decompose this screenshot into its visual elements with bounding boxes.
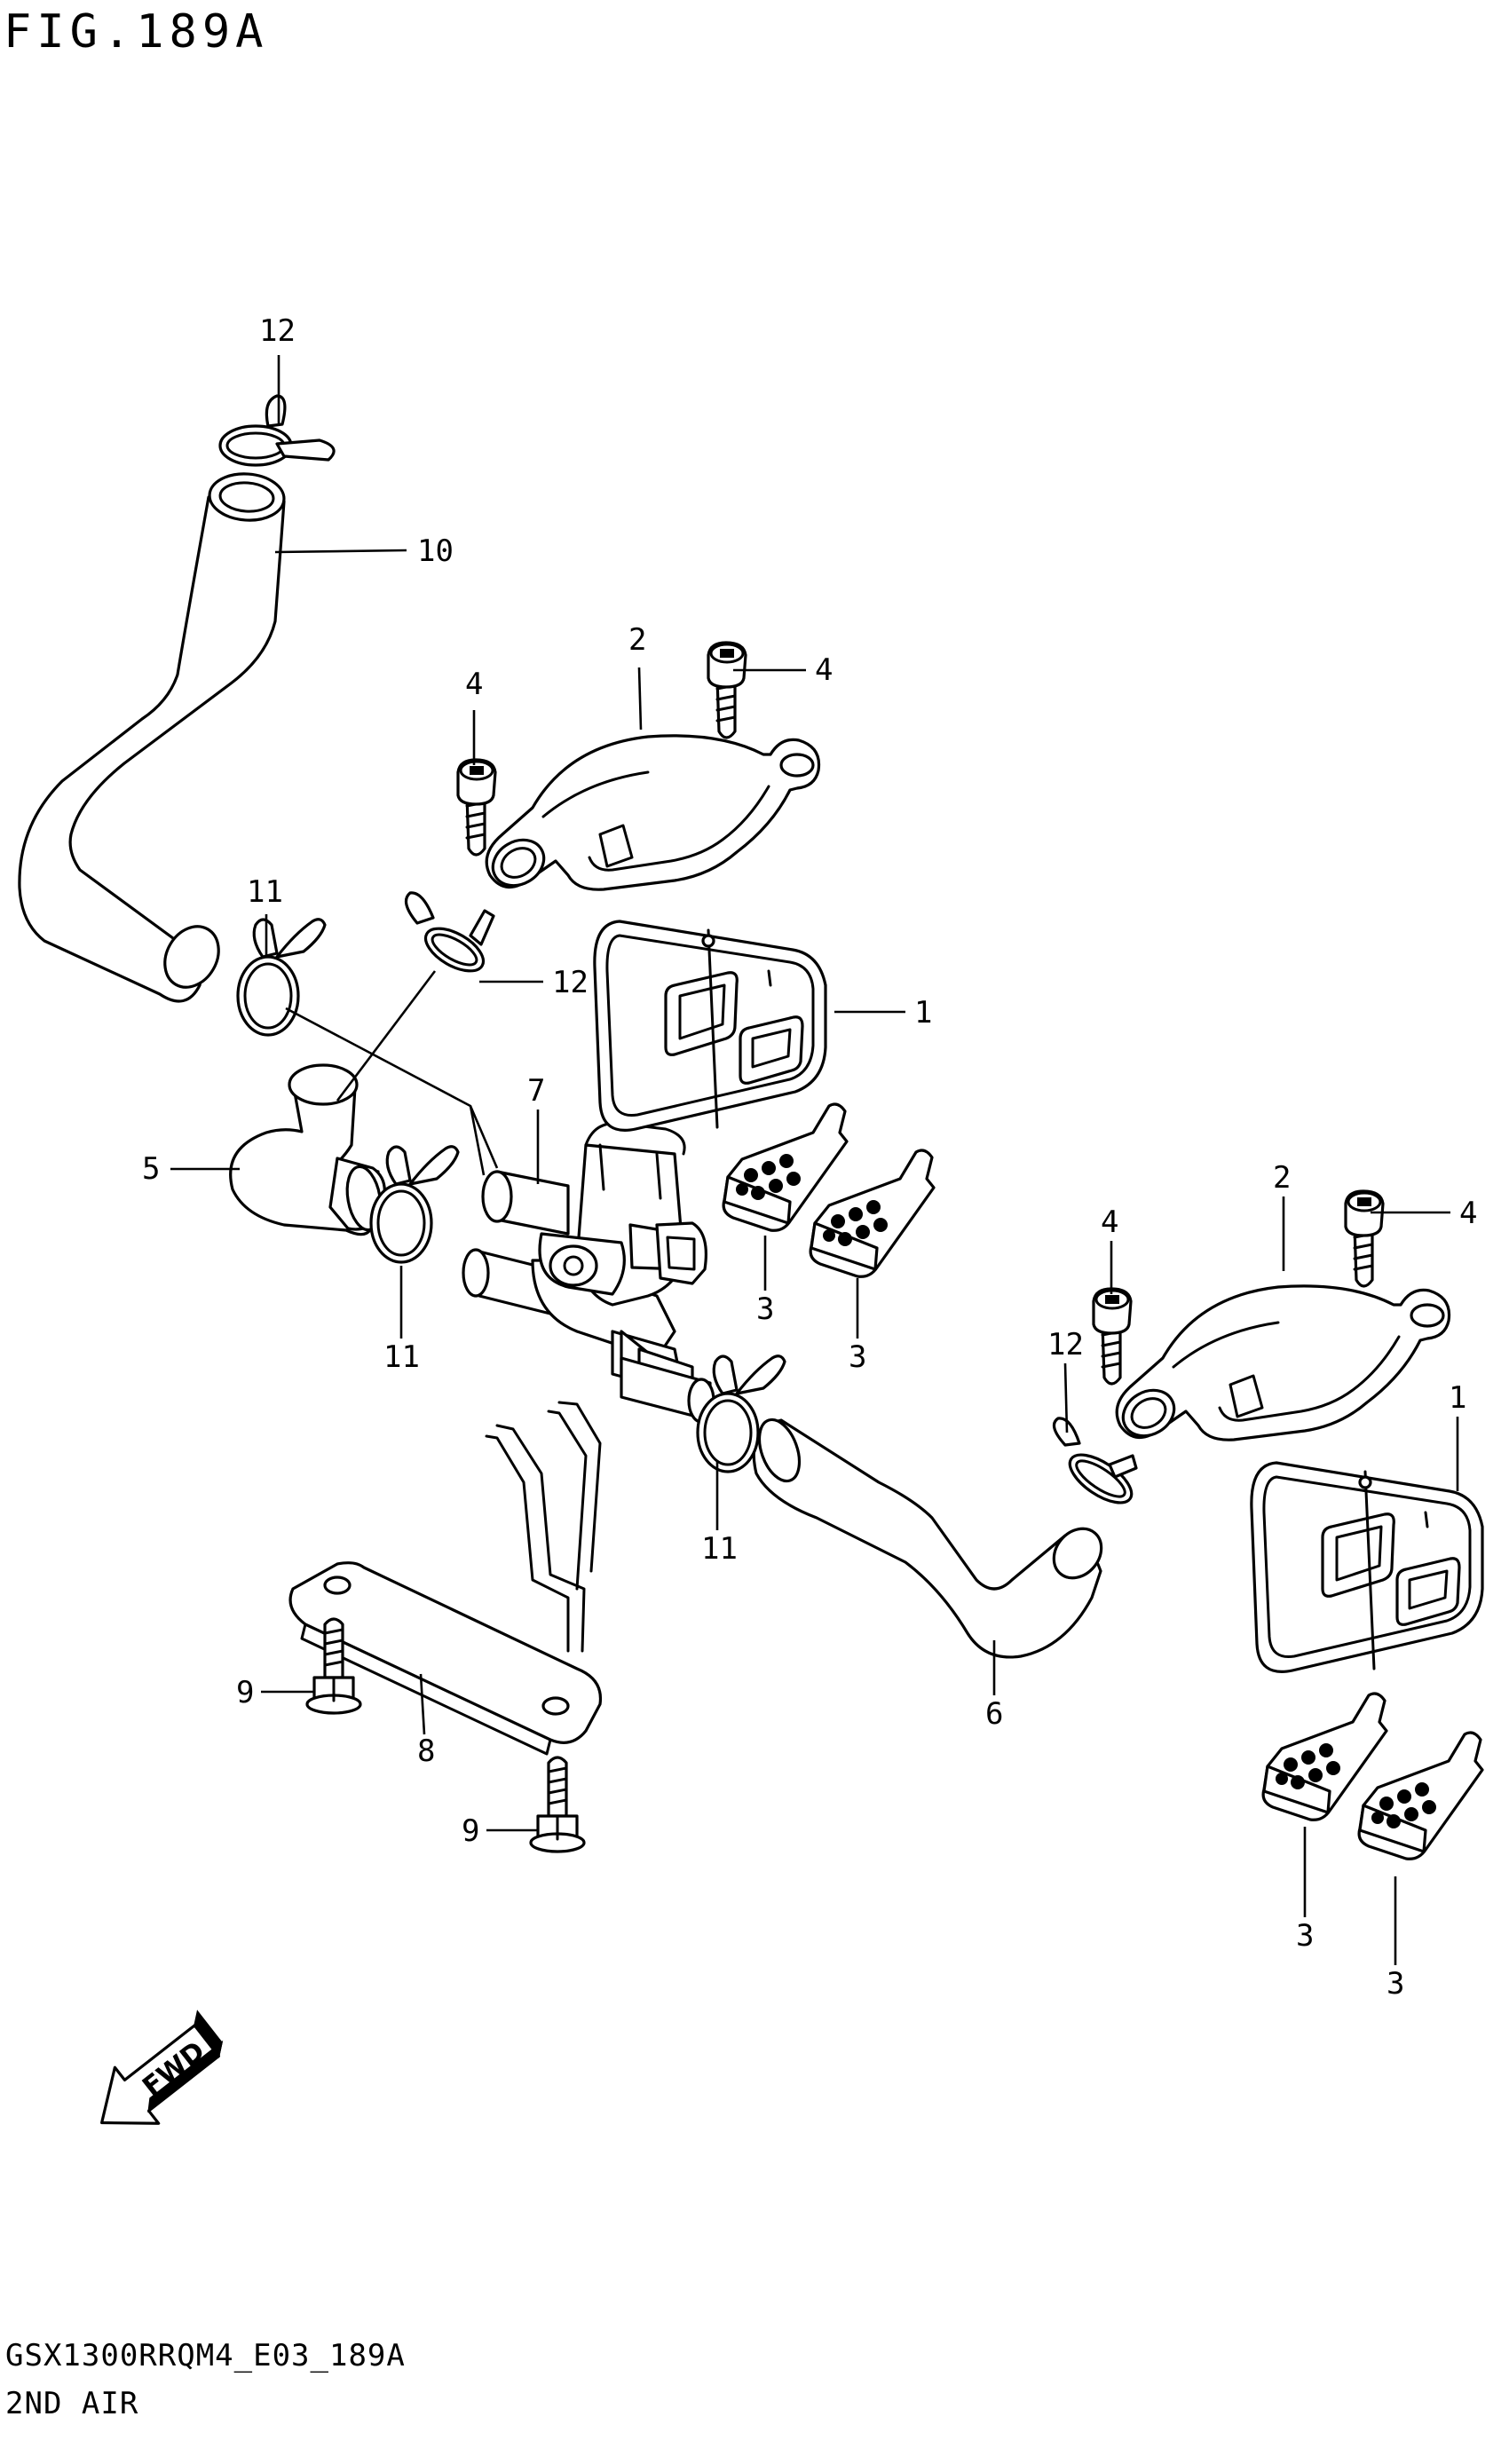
connection-line-clip12-hose5: [336, 970, 437, 1102]
reed-stopper-3-b: [809, 1149, 936, 1278]
callout-3-a: 3: [756, 1291, 774, 1327]
connection-line-valve-hose5: [469, 1105, 486, 1176]
callout-6: 6: [985, 1696, 1003, 1732]
fwd-arrow-icon: FWD: [100, 2010, 224, 2125]
callout-2-lower: 2: [1273, 1160, 1291, 1196]
callout-12-top: 12: [259, 313, 296, 349]
callout-1-upper: 1: [914, 995, 932, 1031]
callout-5: 5: [142, 1151, 160, 1187]
reed-stopper-3-d: [1357, 1731, 1484, 1860]
hose-6: [752, 1418, 1103, 1659]
solenoid-valve-7: [462, 1122, 715, 1424]
callout-4-c: 4: [1101, 1204, 1118, 1240]
cap-bolt-4-a: [456, 758, 497, 857]
cap-bolt-4-b: [707, 641, 747, 739]
callout-3-d: 3: [1387, 1966, 1404, 2002]
callout-1-lower: 1: [1449, 1380, 1466, 1416]
leader-lines: [170, 355, 1459, 1965]
section-name: 2ND AIR: [5, 2386, 139, 2421]
callout-4-d: 4: [1459, 1196, 1477, 1231]
callout-9-upper: 9: [236, 1675, 254, 1710]
cap-bolt-4-c: [1092, 1287, 1133, 1386]
figure-title: FIG.189A: [4, 5, 269, 59]
flange-bolt-9-lower: [529, 1756, 586, 1853]
callout-2-upper: 2: [628, 622, 646, 658]
callout-12-middle: 12: [552, 965, 589, 1000]
hose-clip-12-middle: [404, 891, 495, 973]
cap-bolt-4-d: [1344, 1189, 1385, 1288]
callout-3-c: 3: [1296, 1918, 1314, 1954]
callout-10: 10: [417, 533, 454, 569]
model-code: GSX1300RRQM4_E03_189A: [5, 2338, 406, 2373]
callout-12-right: 12: [1047, 1327, 1084, 1362]
callout-11-lower: 11: [701, 1531, 738, 1567]
hose-clip-12-top: [218, 394, 336, 467]
callout-3-b: 3: [849, 1339, 866, 1375]
reed-valve-cover-2-lower: [1113, 1284, 1451, 1447]
callout-4-b: 4: [815, 652, 833, 688]
hose-clip-12-right: [1052, 1417, 1138, 1504]
hose-5: [229, 1063, 386, 1236]
callout-7: 7: [527, 1073, 545, 1109]
hose-clip-11-upper: [236, 918, 327, 1037]
hose-10: [18, 472, 286, 1003]
reed-valve-1-lower: [1250, 1461, 1484, 1673]
callout-4-a: 4: [465, 667, 483, 702]
reed-valve-cover-2-upper: [483, 734, 821, 896]
callout-11-upper: 11: [247, 874, 283, 910]
callout-11-middle: 11: [383, 1339, 420, 1375]
bracket-8: [288, 1401, 603, 1756]
reed-valve-1-upper: [593, 920, 827, 1132]
callout-8: 8: [417, 1733, 435, 1769]
hose-clip-11-middle: [369, 1145, 460, 1264]
callout-9-lower: 9: [462, 1813, 479, 1849]
